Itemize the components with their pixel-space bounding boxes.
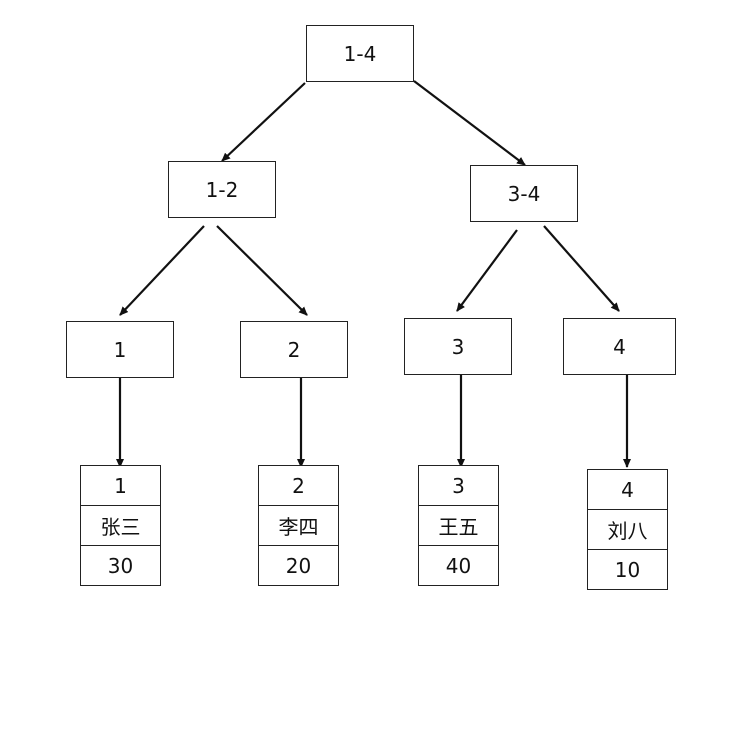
edge-left-to-leaf-2	[216, 225, 308, 316]
record-name-cell: 王五	[419, 505, 498, 545]
edge-right-to-leaf-3	[456, 229, 518, 312]
record-id-cell: 4	[621, 477, 634, 502]
root-node: 1-4	[306, 25, 414, 82]
record-value-cell: 10	[588, 549, 667, 589]
record-id-cell: 2	[292, 473, 305, 498]
record-name-cell: 张三	[81, 505, 160, 545]
record-name-cell: 李四	[259, 505, 338, 545]
data-record: 1 张三 30	[80, 465, 161, 586]
edge-left-to-leaf-1	[119, 225, 205, 316]
internal-node-left: 1-2	[168, 161, 276, 218]
data-record: 3 王五 40	[418, 465, 499, 586]
leaf-node: 3	[404, 318, 512, 375]
leaf-node: 1	[66, 321, 174, 378]
edge-right-to-leaf-4	[543, 225, 620, 312]
record-value-cell: 20	[259, 545, 338, 585]
record-id-cell: 1	[114, 473, 127, 498]
record-value-cell: 40	[419, 545, 498, 585]
edge-root-to-right	[413, 80, 526, 166]
leaf-node: 2	[240, 321, 348, 378]
data-record: 4 刘八 10	[587, 469, 668, 590]
data-record: 2 李四 20	[258, 465, 339, 586]
record-name-cell: 刘八	[588, 509, 667, 549]
edge-root-to-left	[221, 82, 306, 162]
record-value-cell: 30	[81, 545, 160, 585]
record-id-cell: 3	[452, 473, 465, 498]
internal-node-right: 3-4	[470, 165, 578, 222]
leaf-node: 4	[563, 318, 676, 375]
